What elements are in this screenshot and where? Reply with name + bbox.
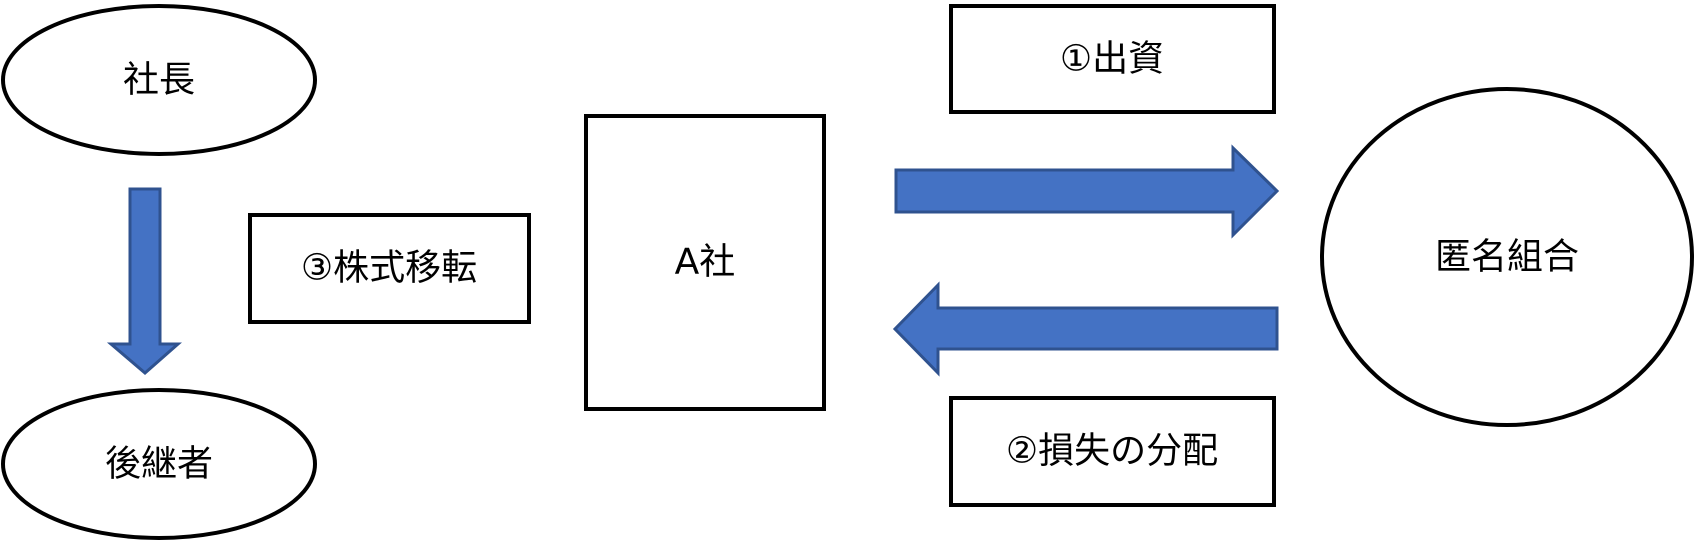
partnership-label: 匿名組合 xyxy=(1435,237,1579,278)
loss-distribution-label: ②損失の分配 xyxy=(1006,431,1218,472)
successor-node: 後継者 xyxy=(1,388,317,540)
president-node: 社長 xyxy=(1,4,317,156)
investment-box: ①出資 xyxy=(949,4,1276,114)
down-arrow xyxy=(106,187,182,375)
loss-distribution-box: ②損失の分配 xyxy=(949,396,1276,507)
share-transfer-label: ③株式移転 xyxy=(301,248,477,289)
president-label: 社長 xyxy=(123,60,195,101)
investment-label: ①出資 xyxy=(1060,39,1164,80)
share-transfer-box: ③株式移転 xyxy=(248,213,531,324)
right-arrow xyxy=(894,144,1280,239)
left-arrow xyxy=(892,281,1279,377)
successor-label: 後継者 xyxy=(105,444,213,485)
company-node: A社 xyxy=(584,114,826,411)
partnership-node: 匿名組合 xyxy=(1320,87,1694,427)
company-label: A社 xyxy=(675,242,736,283)
